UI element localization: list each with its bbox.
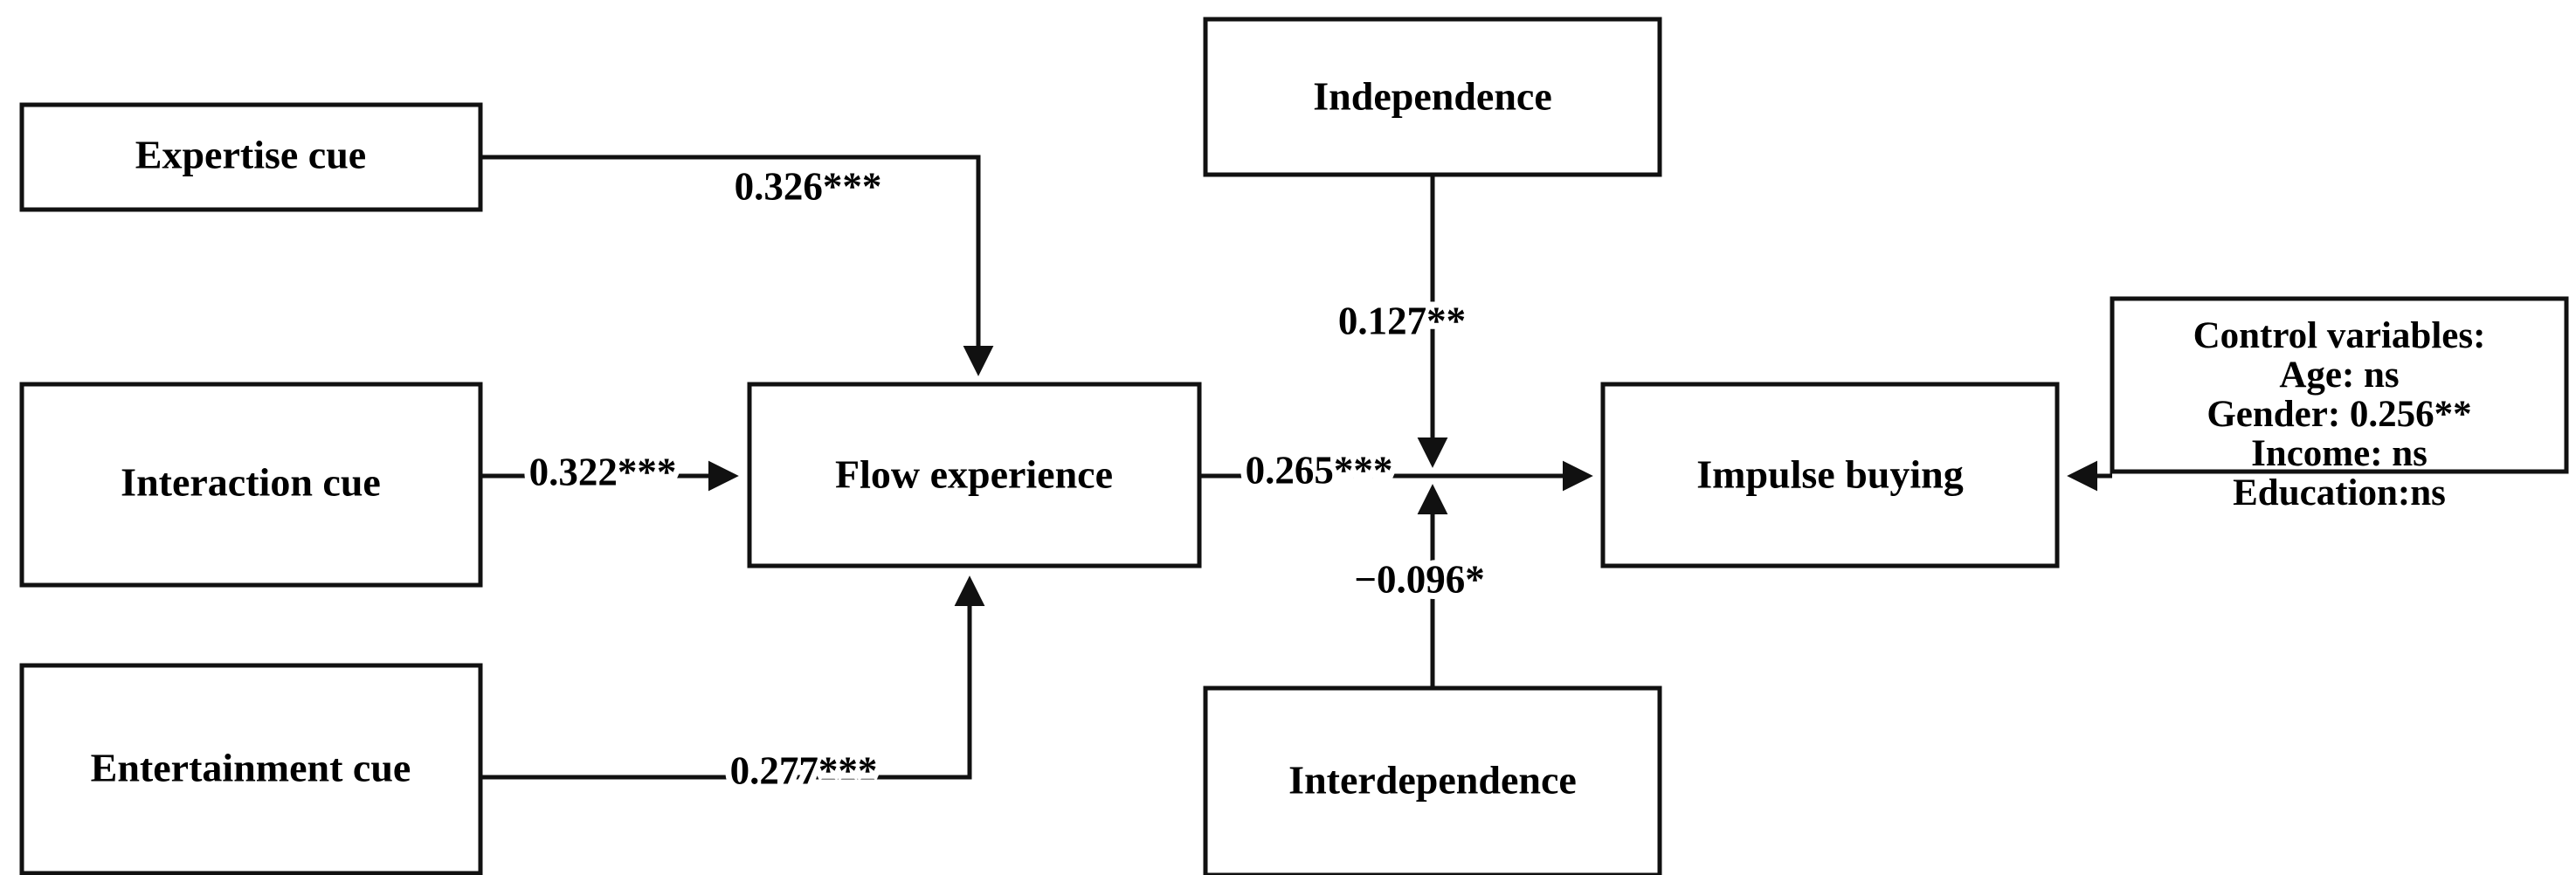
svg-text:0.277***: 0.277*** xyxy=(730,748,878,792)
node-interaction-cue[interactable]: Interaction cue xyxy=(19,382,483,588)
coef-interdependence-moderator-text: −0.096* xyxy=(1354,557,1484,601)
node-interaction-cue-box[interactable] xyxy=(19,382,483,588)
node-entertainment-cue-label: Entertainment cue xyxy=(91,746,411,790)
node-flow-experience-label: Flow experience xyxy=(835,452,1113,497)
edge-entertainment-to-flow-path xyxy=(480,575,985,780)
node-control-variables-box[interactable] xyxy=(2110,296,2569,474)
node-expertise-cue-label: Expertise cue xyxy=(135,133,366,177)
control-variables-line-3: Income: ns xyxy=(2251,433,2428,474)
coef-interaction-to-flow: 0.322*** 0.322*** xyxy=(523,444,683,500)
control-variables-line-0: Control variables: xyxy=(2193,315,2486,356)
node-independence[interactable]: Independence xyxy=(1203,17,1662,177)
coef-entertainment-to-flow-text: 0.277*** xyxy=(730,748,878,792)
control-variables-line-4: Education:ns xyxy=(2233,472,2446,513)
node-control-variables[interactable]: Control variables: Age: ns Gender: 0.256… xyxy=(2110,296,2569,513)
node-interdependence-label: Interdependence xyxy=(1288,758,1577,803)
coef-independence-moderator: 0.127** 0.127** xyxy=(1332,293,1472,348)
edge-expertise-to-flow-path xyxy=(480,155,994,376)
node-expertise-cue-box[interactable] xyxy=(19,102,483,212)
control-variables-line-1: Age: ns xyxy=(2279,355,2399,396)
coef-interdependence-moderator: −0.096* −0.096* xyxy=(1348,551,1490,607)
node-impulse-buying-box[interactable] xyxy=(1600,382,2060,568)
node-interaction-cue-label: Interaction cue xyxy=(121,460,381,505)
svg-text:0.326***: 0.326*** xyxy=(735,164,882,208)
node-expertise-cue[interactable]: Expertise cue xyxy=(19,102,483,212)
svg-text:0.127**: 0.127** xyxy=(1338,299,1466,342)
node-flow-experience[interactable]: Flow experience xyxy=(747,382,1202,568)
coef-expertise-to-flow: 0.326*** 0.326*** xyxy=(729,158,888,214)
edge-entertainment-to-flow xyxy=(480,575,985,780)
coef-entertainment-to-flow: 0.277*** 0.277*** xyxy=(724,742,884,798)
coef-independence-moderator-text: 0.127** xyxy=(1338,299,1466,342)
node-independence-label: Independence xyxy=(1313,74,1551,119)
coef-expertise-to-flow-text: 0.326*** xyxy=(735,164,882,208)
node-entertainment-cue[interactable]: Entertainment cue xyxy=(19,663,483,875)
svg-text:−0.096*: −0.096* xyxy=(1354,557,1484,601)
coef-flow-to-impulse: 0.265*** 0.265*** xyxy=(1240,442,1399,498)
node-impulse-buying-label: Impulse buying xyxy=(1696,452,1964,497)
node-interdependence[interactable]: Interdependence xyxy=(1203,686,1662,875)
svg-text:0.322***: 0.322*** xyxy=(529,450,677,493)
node-interdependence-box[interactable] xyxy=(1203,686,1662,875)
control-variables-line-2: Gender: 0.256** xyxy=(2207,394,2471,435)
coef-interaction-to-flow-text: 0.322*** xyxy=(529,450,677,493)
edge-expertise-to-flow xyxy=(480,155,994,376)
svg-text:0.265***: 0.265*** xyxy=(1246,448,1393,492)
node-entertainment-cue-box[interactable] xyxy=(19,663,483,875)
node-impulse-buying[interactable]: Impulse buying xyxy=(1600,382,2060,568)
node-independence-box[interactable] xyxy=(1203,17,1662,177)
node-flow-experience-box[interactable] xyxy=(747,382,1202,568)
coef-flow-to-impulse-text: 0.265*** xyxy=(1246,448,1393,492)
